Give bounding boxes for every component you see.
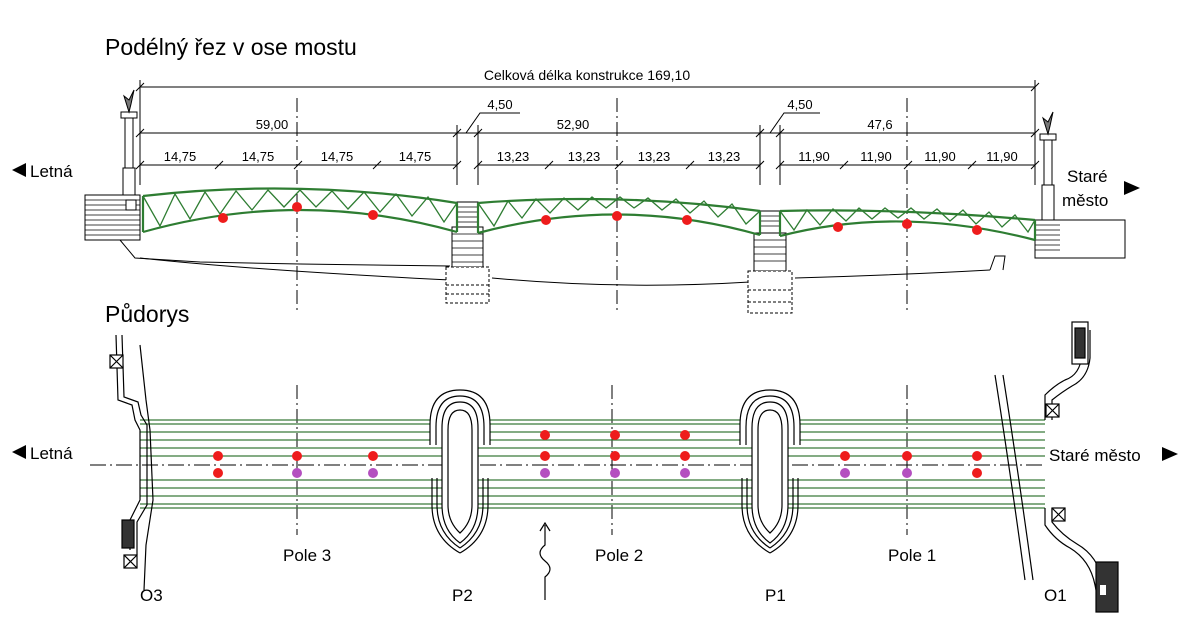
sub-span-mid-2: 13,23 xyxy=(568,149,601,164)
support-label-o3: O3 xyxy=(140,586,163,605)
sub-span-right-3: 11,90 xyxy=(924,149,956,164)
span-axes xyxy=(296,98,908,535)
section-title: Podélný řez v ose mostu xyxy=(105,34,357,60)
span-label-mid: 52,90 xyxy=(557,117,590,132)
arrow-right-icon xyxy=(1124,181,1140,195)
span-label-pole-3: Pole 3 xyxy=(283,546,331,565)
right-bank-name-plan: Staré město xyxy=(1049,446,1141,465)
support-label-p2: P2 xyxy=(452,586,473,605)
left-abutment-plan xyxy=(109,334,154,591)
gap-label-right: 4,50 xyxy=(787,97,812,112)
sub-span-right-2: 11,90 xyxy=(860,149,892,164)
plan-title: Půdorys xyxy=(105,301,189,327)
sub-span-mid-3: 13,23 xyxy=(638,149,671,164)
pier-p1-plan xyxy=(739,389,801,554)
right-abutment-plan xyxy=(994,321,1119,613)
deck-lines-plan xyxy=(140,419,1045,509)
right-bank-label-plan: Staré město xyxy=(1049,446,1178,465)
support-label-p1: P1 xyxy=(765,586,786,605)
left-bank-name-plan: Letná xyxy=(30,444,73,463)
total-length-label: Celková délka konstrukce 169,10 xyxy=(484,67,690,83)
pier-p2-plan xyxy=(429,389,491,554)
left-bank-label-plan: Letná xyxy=(12,444,73,463)
span-label-pole-2: Pole 2 xyxy=(595,546,643,565)
left-bank-label-elevation: Letná xyxy=(12,162,73,181)
sub-span-left-4: 14,75 xyxy=(399,149,432,164)
arrow-left-icon xyxy=(12,445,26,459)
left-bank-name: Letná xyxy=(30,162,73,181)
sub-span-right-1: 11,90 xyxy=(798,149,830,164)
span-label-right: 47,6 xyxy=(867,117,892,132)
plan-measurement-points xyxy=(213,430,982,478)
span-label-pole-1: Pole 1 xyxy=(888,546,936,565)
elevation-measurement-points xyxy=(218,202,982,235)
sub-span-left-3: 14,75 xyxy=(321,149,354,164)
sub-span-mid-4: 13,23 xyxy=(708,149,741,164)
riverbed-line xyxy=(139,257,991,286)
sub-span-right-4: 11,90 xyxy=(986,149,1018,164)
truss-span-3 xyxy=(141,187,459,234)
pier-p1-elevation xyxy=(747,210,793,314)
pier-p2-elevation xyxy=(445,201,490,304)
left-abutment-elevation xyxy=(84,89,451,267)
gap-label-left: 4,50 xyxy=(487,97,512,112)
right-bank-label-elevation: Staré město xyxy=(1062,167,1140,210)
sub-span-mid-1: 13,23 xyxy=(497,149,530,164)
support-label-o1: O1 xyxy=(1044,586,1067,605)
span-label-left: 59,00 xyxy=(256,117,289,132)
sub-span-left-2: 14,75 xyxy=(242,149,275,164)
dimension-lines xyxy=(135,80,1040,185)
river-flow-arrow-icon xyxy=(539,521,551,600)
right-bank-name-line1: Staré xyxy=(1067,167,1108,186)
right-bank-name-line2: město xyxy=(1062,191,1108,210)
sub-span-labels: 14,75 14,75 14,75 14,75 13,23 13,23 13,2… xyxy=(164,149,1018,164)
sub-span-left-1: 14,75 xyxy=(164,149,197,164)
arrow-left-icon xyxy=(12,163,26,177)
arrow-right-icon xyxy=(1162,447,1178,461)
